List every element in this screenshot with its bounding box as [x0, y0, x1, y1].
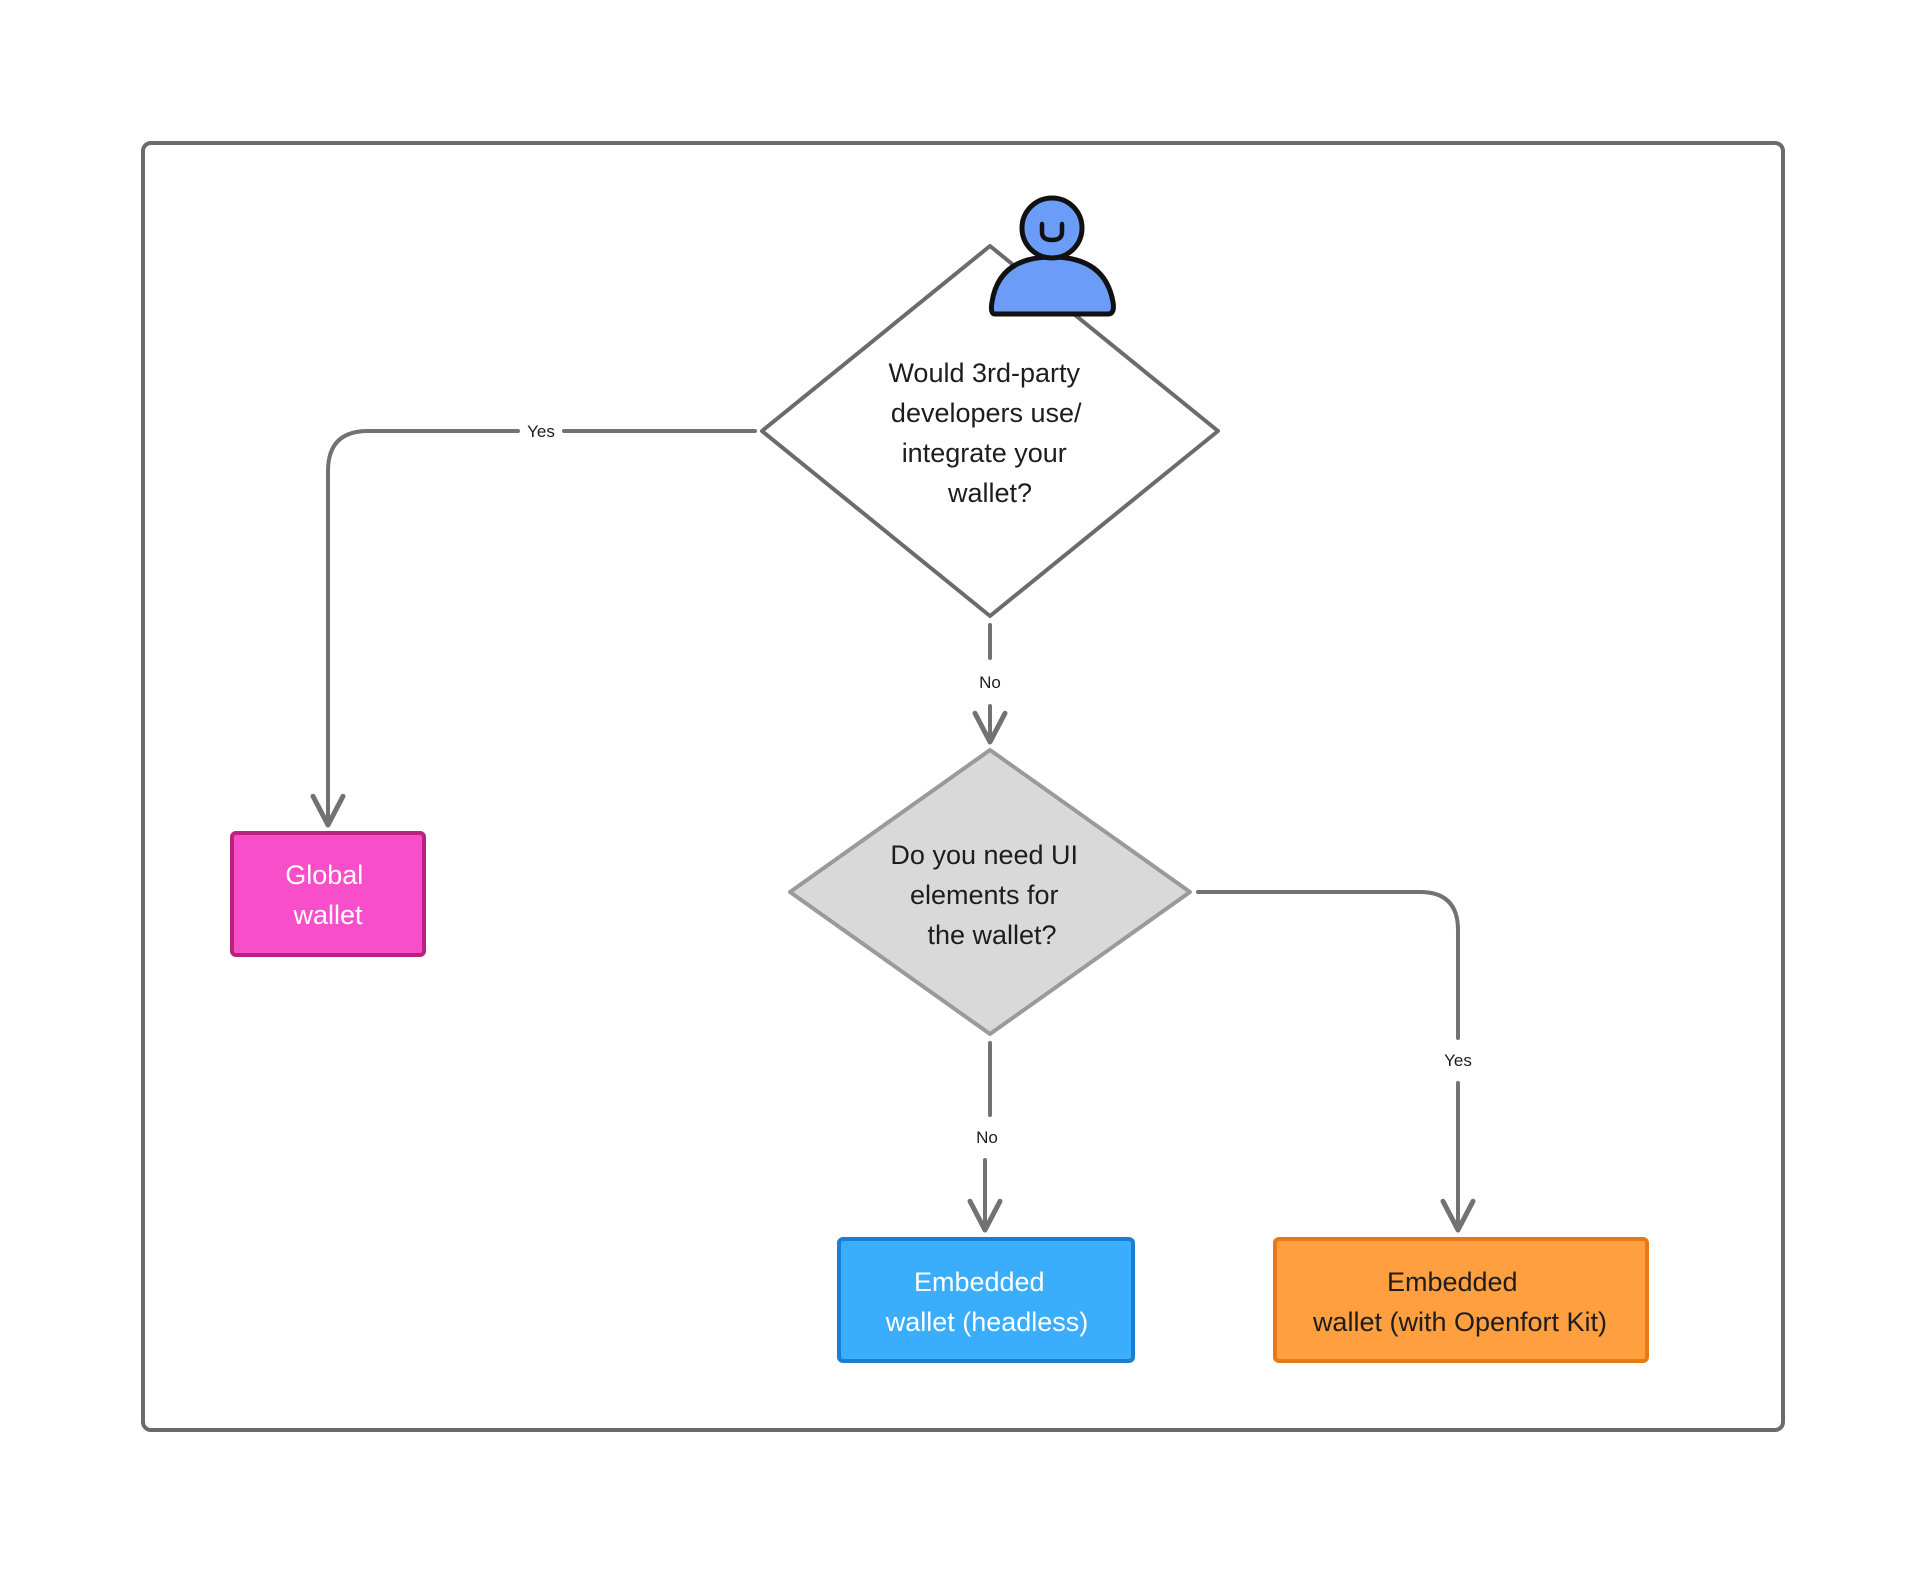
decision-label-line: wallet?	[947, 478, 1032, 508]
decision-label: Do you need UI elements for the wallet?	[890, 840, 1085, 950]
outcome-label-line: Embedded	[1387, 1267, 1518, 1297]
edge-label: No	[976, 1128, 998, 1147]
outcome-box	[1273, 1237, 1649, 1363]
decision-label-line: developers use/	[891, 398, 1082, 428]
outcome-label-line: wallet	[292, 900, 363, 930]
outcome-label: Embedded wallet (headless)	[885, 1267, 1089, 1337]
edge-label: No	[979, 673, 1001, 692]
decision-label: Would 3rd-party developers use/ integrat…	[888, 358, 1089, 508]
outcome-label: Global wallet	[285, 860, 371, 930]
edge-q1-no: No	[972, 623, 1008, 745]
edge-q2-no: No	[967, 1041, 1003, 1233]
outcome-box	[837, 1237, 1135, 1363]
decision-label-line: Would 3rd-party	[888, 358, 1080, 388]
edge-q2-yes: Yes	[1196, 890, 1476, 1233]
decision-label-line: the wallet?	[927, 920, 1056, 950]
decision-label-line: integrate your	[902, 438, 1067, 468]
outcome-box	[230, 831, 426, 957]
decision-node-third-party: Would 3rd-party developers use/ integrat…	[760, 244, 1220, 618]
edge-q1-yes: Yes	[310, 422, 757, 828]
decision-label-line: Do you need UI	[890, 840, 1078, 870]
outcome-label-line: wallet (with Openfort Kit)	[1312, 1307, 1607, 1337]
edges: Yes No No Yes	[310, 422, 1476, 1233]
outcome-label-line: Global	[285, 860, 363, 890]
decision-diamond	[760, 244, 1220, 618]
decision-diamond	[788, 748, 1192, 1036]
outcome-node-embedded-headless: Embedded wallet (headless)	[837, 1237, 1135, 1363]
user-icon-smile	[1039, 221, 1065, 243]
user-icon-head	[1019, 195, 1085, 261]
edge-label: Yes	[527, 422, 555, 441]
user-icon	[988, 195, 1116, 317]
outcome-label: Embedded wallet (with Openfort Kit)	[1312, 1267, 1607, 1337]
outcome-node-embedded-openfort-kit: Embedded wallet (with Openfort Kit)	[1273, 1237, 1649, 1363]
decision-node-ui-elements: Do you need UI elements for the wallet?	[788, 748, 1192, 1036]
outcome-label-line: wallet (headless)	[885, 1307, 1089, 1337]
outcome-label-line: Embedded	[914, 1267, 1045, 1297]
decision-label-line: elements for	[910, 880, 1059, 910]
edge-label: Yes	[1444, 1051, 1472, 1070]
outcome-node-global-wallet: Global wallet	[230, 831, 426, 957]
